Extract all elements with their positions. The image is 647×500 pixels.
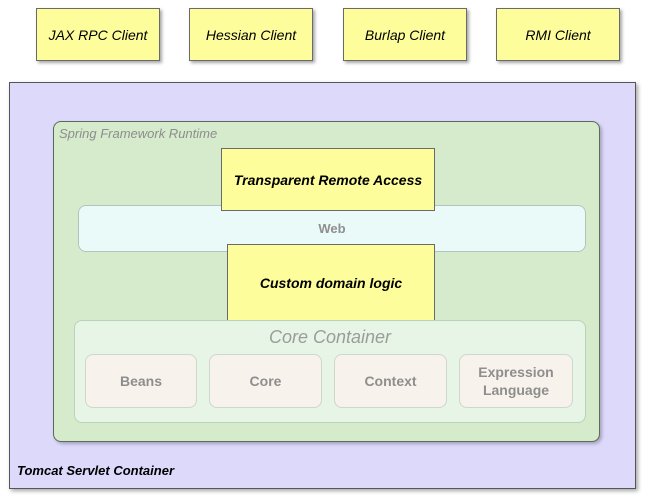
client-label: JAX RPC Client: [48, 26, 148, 43]
module-label: Context: [364, 373, 417, 389]
remote-access-label: Transparent Remote Access: [233, 171, 423, 188]
client-box-hessian: Hessian Client: [189, 8, 313, 61]
client-label: Burlap Client: [364, 26, 446, 43]
web-label: Web: [318, 221, 346, 236]
client-label: RMI Client: [525, 26, 591, 43]
module-expression-language: Expression Language: [459, 354, 573, 408]
domain-logic-label: Custom domain logic: [259, 275, 403, 291]
client-box-jax-rpc: JAX RPC Client: [36, 8, 160, 61]
core-container-label: Core Container: [268, 327, 392, 347]
module-label: Beans: [119, 373, 163, 389]
remote-access-box: Transparent Remote Access: [221, 148, 435, 211]
module-context: Context: [334, 354, 447, 408]
module-beans: Beans: [85, 354, 197, 408]
tomcat-label: Tomcat Servlet Container: [17, 463, 175, 478]
spring-runtime-label: Spring Framework Runtime: [59, 126, 218, 141]
client-box-burlap: Burlap Client: [343, 8, 467, 61]
module-label: Expression Language: [478, 364, 554, 398]
domain-logic-box: Custom domain logic: [227, 244, 435, 322]
module-label: Core: [249, 373, 282, 389]
module-core: Core: [209, 354, 322, 408]
client-box-rmi: RMI Client: [496, 8, 620, 61]
client-label: Hessian Client: [205, 26, 297, 43]
